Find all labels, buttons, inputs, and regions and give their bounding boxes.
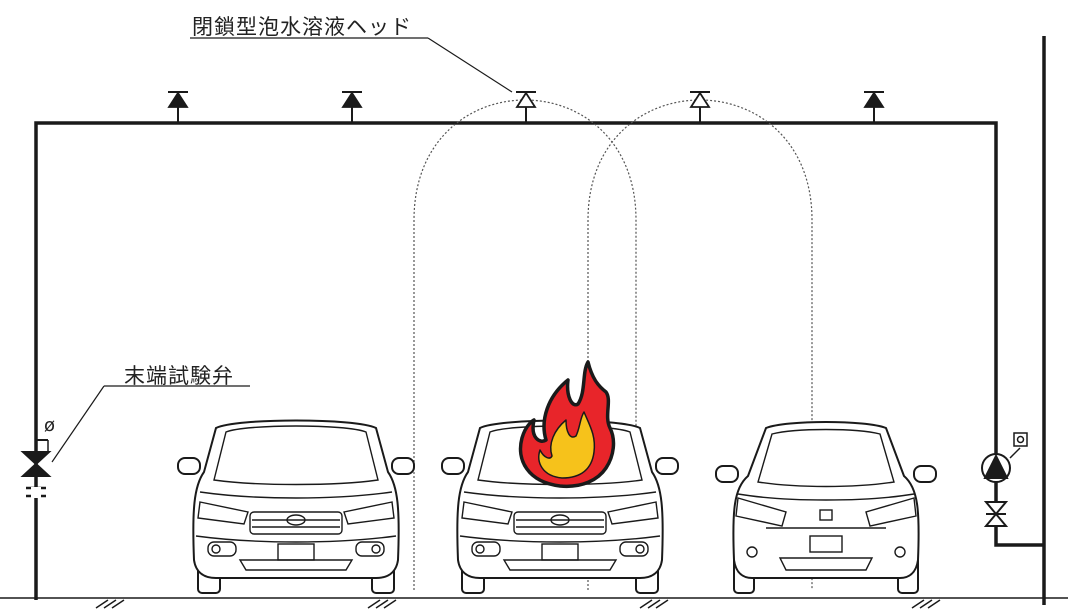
test-valve-leader	[51, 385, 250, 463]
floor-hatch-2	[367, 599, 397, 609]
fire-icon	[518, 360, 616, 489]
main-pipe	[34, 36, 1046, 605]
sprinkler-heads	[167, 91, 885, 123]
filled-triangle-head-icon	[167, 91, 189, 123]
pressure-switch-icon	[1009, 432, 1028, 459]
pump-icon	[981, 453, 1011, 483]
floor-hatch-4	[911, 599, 941, 609]
open-triangle-head-icon	[689, 91, 711, 123]
phi-mark: ø	[44, 415, 57, 436]
test-valve-label: 末端試験弁	[124, 364, 234, 388]
filled-triangle-head-icon	[863, 91, 885, 123]
floor-hatch-3	[639, 599, 669, 609]
closed-foam-head-label: 閉鎖型泡水溶液ヘッド	[192, 15, 412, 39]
filled-triangle-head-icon	[341, 91, 363, 123]
cars	[177, 419, 937, 594]
compact-car-icon	[715, 421, 937, 594]
head-leader	[190, 37, 513, 93]
floor	[0, 597, 1068, 609]
open-triangle-head-icon	[515, 91, 537, 123]
floor-hatch-1	[95, 599, 125, 609]
minivan-icon	[177, 419, 415, 594]
gate-valve-icon	[983, 501, 1009, 527]
test-valve-icon	[20, 439, 52, 498]
